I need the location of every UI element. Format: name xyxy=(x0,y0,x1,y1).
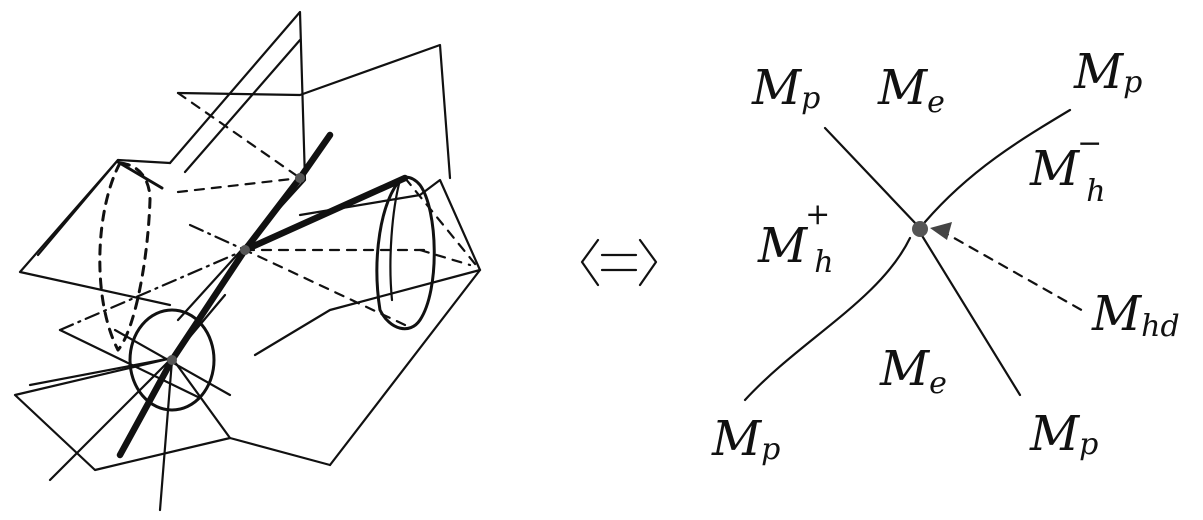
vertical-axis xyxy=(158,358,174,512)
construction-dash-7 xyxy=(58,248,247,332)
label-mhd: Mhd xyxy=(1091,286,1180,344)
construction-dash-5 xyxy=(403,176,482,272)
label-me-bottom: Me xyxy=(879,341,947,401)
equivalence-arrow: ⟺ xyxy=(580,238,658,287)
back-plane-dash xyxy=(176,91,302,180)
curve-mp-top-left xyxy=(823,126,919,227)
construction-dash-1 xyxy=(176,176,302,194)
label-mp-bottom-left: Mp xyxy=(711,411,780,467)
right-plane-bottom xyxy=(228,436,332,467)
node-middle xyxy=(240,245,250,255)
upper-plane-inner-line xyxy=(183,38,302,174)
right-ellipse-inner xyxy=(389,178,402,302)
left-ellipse-top-edge xyxy=(116,160,164,190)
label-mp-bottom-right: Mp xyxy=(1029,406,1098,462)
node-lower xyxy=(167,355,177,365)
lower-left-spike xyxy=(48,356,174,482)
construction-dash-8 xyxy=(418,248,472,267)
label-me-top: Me xyxy=(877,60,945,120)
mhd-arrowhead xyxy=(930,222,952,240)
lower-plane-outline xyxy=(13,356,232,472)
label-mh-plus: M+h xyxy=(757,197,834,280)
back-plane-outline xyxy=(176,43,452,180)
left-plane-edge xyxy=(36,158,120,257)
equivalence-arrow-left-head xyxy=(580,238,600,287)
label-mh-minus: M−h xyxy=(1029,126,1106,209)
lower-node-circle xyxy=(128,308,216,412)
label-mp-top-left: Mp xyxy=(751,60,820,116)
left-dashed-ellipse xyxy=(98,161,152,352)
construction-dash-2 xyxy=(188,223,247,252)
node-upper xyxy=(295,173,305,183)
label-mp-top-right: Mp xyxy=(1073,44,1142,100)
left-3d-sketch xyxy=(13,10,482,512)
curve-mp-bottom-right xyxy=(919,232,1022,397)
curve-mp-bottom-left xyxy=(743,236,912,402)
right-ellipse xyxy=(375,175,436,331)
left-plane-outline xyxy=(18,158,172,307)
right-plane-far-edge xyxy=(328,268,482,467)
construction-dash-6 xyxy=(243,248,407,327)
dashed-mhd-line xyxy=(938,228,1087,314)
cylinder-top-curve xyxy=(241,174,409,254)
construction-dash-4 xyxy=(243,176,302,252)
central-node xyxy=(912,221,928,237)
equivalence-arrow-right-head xyxy=(638,238,658,287)
lower-plane-diag-2 xyxy=(28,356,174,387)
curve-mp-top-right xyxy=(923,108,1072,224)
right-2d-diagram: Mp Me Mp M+h M−h Mhd Me Mp Mp xyxy=(711,44,1180,467)
right-plane-outline xyxy=(253,178,482,357)
